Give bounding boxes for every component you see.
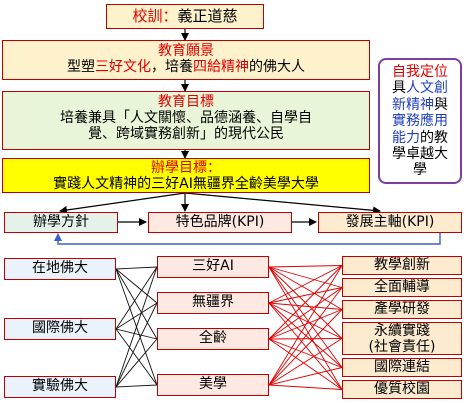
middle-node: 美學 <box>157 374 269 396</box>
link-line <box>115 268 158 304</box>
link-line <box>268 266 343 288</box>
motto-value: 義正道慈 <box>177 7 238 25</box>
link-line <box>115 328 158 386</box>
link-line <box>268 338 343 386</box>
right-node-line: 國際連結 <box>374 359 430 375</box>
right-node-line: (社會責任) <box>368 339 436 356</box>
link-line <box>268 266 343 390</box>
right-node: 國際連結 <box>342 358 462 377</box>
goal-line-2: 覺、跨域實務創新」的現代公民 <box>88 126 284 143</box>
link-line <box>268 302 343 390</box>
link-line <box>268 302 343 310</box>
right-node-line: 教學創新 <box>374 257 430 273</box>
middle-node: 三好AI <box>157 256 269 278</box>
link-line <box>115 268 158 340</box>
middle-node: 無疆界 <box>157 292 269 314</box>
link-line <box>268 265 343 386</box>
link-line <box>115 302 158 388</box>
link-line <box>268 338 343 390</box>
link-line <box>268 265 343 268</box>
link-line <box>268 287 343 304</box>
arrow-school-axis <box>184 192 381 215</box>
link-line <box>268 265 343 340</box>
link-line <box>115 384 158 388</box>
motto-box: 校訓：義正道慈 <box>106 4 264 29</box>
link-line <box>115 328 158 340</box>
middle-node: 全齡 <box>157 328 269 350</box>
link-line <box>268 302 343 368</box>
right-node: 產學研發 <box>342 300 462 319</box>
school-goal-box: 辦學目標： 實踐人文精神的三好AI無疆界全齡美學大學 <box>2 158 370 193</box>
link-line <box>115 266 158 388</box>
link-line <box>268 338 343 368</box>
link-line <box>268 265 343 304</box>
right-node-line: 永續實踐 <box>374 323 430 339</box>
vision-title: 教育願景 <box>158 43 214 59</box>
link-line <box>268 367 343 386</box>
link-line <box>268 302 343 339</box>
link-line <box>115 338 158 388</box>
left-node: 實驗佛大 <box>4 376 116 398</box>
right-node: 教學創新 <box>342 256 462 275</box>
right-node: 優質校園 <box>342 380 462 399</box>
left-node: 在地佛大 <box>4 258 116 280</box>
goal-title: 教育目標 <box>158 94 214 110</box>
feedback-loop <box>54 232 441 245</box>
link-line <box>268 309 343 386</box>
goal-line-1: 培養兼具「人文關懷、品德涵養、自學自 <box>60 110 312 127</box>
link-line <box>268 266 343 368</box>
right-node-line: 產學研發 <box>374 301 430 317</box>
right-node-line: 全面輔導 <box>374 279 430 295</box>
right-node: 永續實踐(社會責任) <box>342 322 462 355</box>
right-node-line: 優質校園 <box>374 381 430 397</box>
goal-box: 教育目標 培養兼具「人文關懷、品德涵養、自學自 覺、跨域實務創新」的現代公民 <box>2 91 370 150</box>
link-line <box>115 266 158 330</box>
link-line <box>115 302 158 330</box>
right-node: 全面輔導 <box>342 278 462 297</box>
school-goal-title: 辦學目標： <box>151 160 221 176</box>
policy-box: 辦學方針 <box>4 212 118 233</box>
arrow-school-policy <box>59 192 186 214</box>
link-line <box>268 338 343 340</box>
link-line <box>268 309 343 340</box>
cross-links <box>115 265 343 390</box>
school-goal-text: 實踐人文精神的三好AI無疆界全齡美學大學 <box>53 176 319 193</box>
self-position-box: 自我定位 具人文創 新精神與 實務應用 能力的教 學卓越大 學 <box>378 58 462 184</box>
link-line <box>268 266 343 310</box>
brand-kpi-box: 特色品牌(KPI) <box>148 212 292 233</box>
motto-label: 校訓： <box>132 7 178 25</box>
link-line <box>115 266 158 270</box>
vision-text: 型塑三好文化，培養四給精神的佛大人 <box>67 59 305 76</box>
vision-box: 教育願景 型塑三好文化，培養四給精神的佛大人 <box>2 40 370 80</box>
link-line <box>268 287 343 340</box>
link-line <box>268 384 343 390</box>
axis-kpi-box: 發展主軸(KPI) <box>318 212 462 233</box>
link-line <box>268 287 343 386</box>
left-node: 國際佛大 <box>4 318 116 340</box>
